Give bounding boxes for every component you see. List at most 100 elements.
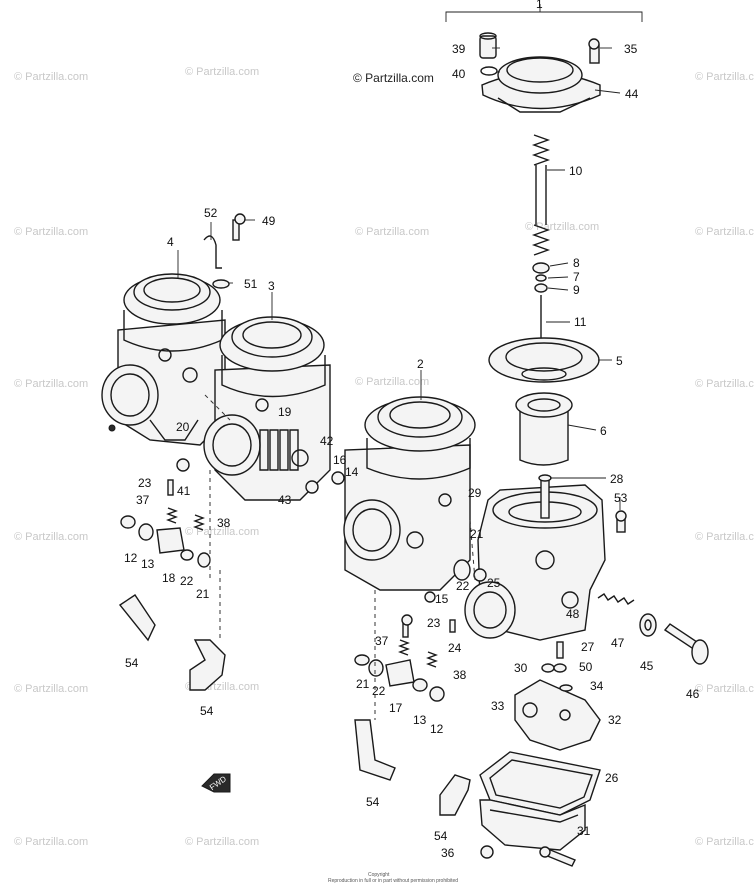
callout-54: 54 xyxy=(434,829,448,843)
watermark: © Partzilla.com xyxy=(185,836,259,848)
watermark: © Partzilla.com xyxy=(14,71,88,83)
callout-5: 5 xyxy=(616,354,623,368)
callout-53: 53 xyxy=(614,491,628,505)
callout-21: 21 xyxy=(196,587,210,601)
callout-54: 54 xyxy=(200,704,214,718)
callout-47: 47 xyxy=(611,636,625,650)
callout-2: 2 xyxy=(417,357,424,371)
callout-32: 32 xyxy=(608,713,622,727)
watermark: © Partzilla.com xyxy=(14,226,88,238)
left-small-parts xyxy=(118,213,246,691)
callout-49: 49 xyxy=(262,214,276,228)
callout-48: 48 xyxy=(566,607,580,621)
callout-23: 23 xyxy=(138,476,152,490)
callout-36: 36 xyxy=(441,846,455,860)
callout-54: 54 xyxy=(366,795,380,809)
watermark-main: © Partzilla.com xyxy=(353,71,434,85)
callout-16: 16 xyxy=(333,453,347,467)
callout-12: 12 xyxy=(124,551,138,565)
callout-25: 25 xyxy=(487,576,501,590)
callout-54: 54 xyxy=(125,656,139,670)
watermark: © Partzilla.com xyxy=(525,221,599,233)
callout-13: 13 xyxy=(141,557,155,571)
callout-13: 13 xyxy=(413,713,427,727)
center-small-parts xyxy=(305,471,487,816)
footer-reproduction: Reproduction in full or in part without … xyxy=(328,878,458,884)
callout-6: 6 xyxy=(600,424,607,438)
watermark: © Partzilla.com xyxy=(14,378,88,390)
callout-42: 42 xyxy=(320,434,334,448)
callout-4: 4 xyxy=(167,235,174,249)
callout-21: 21 xyxy=(356,677,370,691)
watermark: © Partzilla.com xyxy=(14,531,88,543)
watermark: © Partzilla.com xyxy=(695,836,754,848)
callout-1: 1 xyxy=(536,0,543,11)
carburetor-body-2 xyxy=(343,396,476,603)
linkage-lines xyxy=(204,394,476,720)
callout-37: 37 xyxy=(375,634,389,648)
leader-lines xyxy=(177,47,621,510)
callout-41: 41 xyxy=(177,484,191,498)
adjuster-screw xyxy=(597,593,709,665)
callout-26: 26 xyxy=(605,771,619,785)
callout-40: 40 xyxy=(452,67,466,81)
callout-7: 7 xyxy=(573,270,580,284)
callout-23: 23 xyxy=(427,616,441,630)
fwd-arrow: FWD xyxy=(201,773,231,793)
callout-50: 50 xyxy=(579,660,593,674)
callout-38: 38 xyxy=(217,516,231,530)
callout-34: 34 xyxy=(590,679,604,693)
carburetor-body-1 xyxy=(464,474,627,641)
watermark: © Partzilla.com xyxy=(695,226,754,238)
spring-assembly xyxy=(531,134,551,362)
callout-29: 29 xyxy=(468,486,482,500)
callout-22: 22 xyxy=(456,579,470,593)
watermark: © Partzilla.com xyxy=(14,836,88,848)
callout-8: 8 xyxy=(573,256,580,270)
watermark: © Partzilla.com xyxy=(695,378,754,390)
callout-37: 37 xyxy=(136,493,150,507)
watermark: © Partzilla.com xyxy=(695,683,754,695)
callout-labels: 1 2 3 4 5 6 7 8 9 10 11 12 12 13 13 14 1… xyxy=(124,0,700,860)
callout-44: 44 xyxy=(625,87,639,101)
diaphragm-piston xyxy=(488,337,600,466)
callout-10: 10 xyxy=(569,164,583,178)
carburetor-body-4 xyxy=(101,273,226,446)
watermark: © Partzilla.com xyxy=(185,66,259,78)
watermark: © Partzilla.com xyxy=(185,526,259,538)
callout-30: 30 xyxy=(514,661,528,675)
callout-38: 38 xyxy=(453,668,467,682)
callout-39: 39 xyxy=(452,42,466,56)
assembly-bracket xyxy=(445,4,643,22)
callout-24: 24 xyxy=(448,641,462,655)
top-cap-assembly xyxy=(479,32,601,113)
callout-35: 35 xyxy=(624,42,638,56)
callout-20: 20 xyxy=(176,420,190,434)
watermark: © Partzilla.com xyxy=(14,683,88,695)
callout-31: 31 xyxy=(577,824,591,838)
callout-21: 21 xyxy=(470,527,484,541)
callout-3: 3 xyxy=(268,279,275,293)
callout-46: 46 xyxy=(686,687,700,701)
callout-22: 22 xyxy=(180,574,194,588)
callout-22: 22 xyxy=(372,684,386,698)
watermark: © Partzilla.com xyxy=(695,531,754,543)
callout-45: 45 xyxy=(640,659,654,673)
callout-11: 11 xyxy=(574,315,587,329)
callout-51: 51 xyxy=(244,277,258,291)
callout-27: 27 xyxy=(581,640,595,654)
watermark: © Partzilla.com xyxy=(355,376,429,388)
footer-copyright: Copyright xyxy=(368,872,390,878)
footer: Copyright Reproduction in full or in par… xyxy=(328,872,458,884)
callout-43: 43 xyxy=(278,493,292,507)
callout-14: 14 xyxy=(345,465,359,479)
callout-17: 17 xyxy=(389,701,403,715)
callout-12: 12 xyxy=(430,722,444,736)
callout-52: 52 xyxy=(204,206,218,220)
callout-15: 15 xyxy=(435,592,449,606)
carburetor-body-3 xyxy=(203,316,331,501)
watermark: © Partzilla.com xyxy=(355,226,429,238)
callout-19: 19 xyxy=(278,405,292,419)
callout-18: 18 xyxy=(162,571,176,585)
